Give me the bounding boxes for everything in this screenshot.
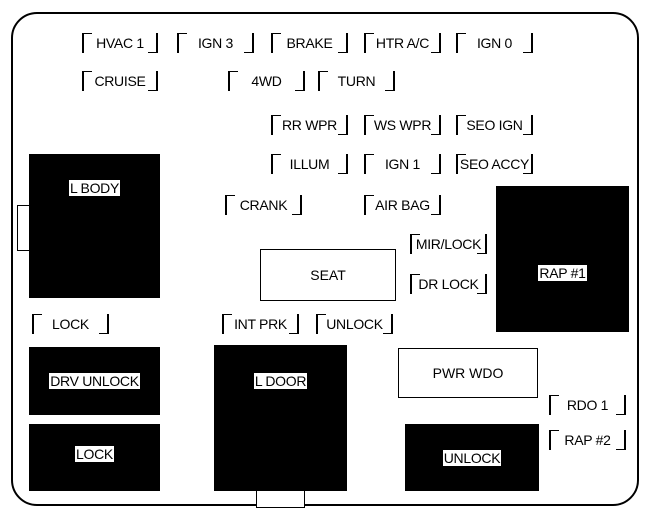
fuse-lock: LOCK [32,314,109,334]
relay-unlock: UNLOCK [405,424,539,491]
fuse-rap2: RAP #2 [549,430,626,450]
fuse-ign3: IGN 3 [177,33,254,53]
fuse-hvac1: HVAC 1 [82,33,158,53]
fuse-mir-lock: MIR/LOCK [410,234,487,254]
fuse-cruise: CRUISE [82,71,158,91]
fuse-int-prk: INT PRK [222,314,299,334]
fuse-ign1: IGN 1 [364,154,441,174]
fuse-turn: TURN [318,71,395,91]
fuse-rr-wpr: RR WPR [271,115,348,135]
relay-l-body: L BODY [29,154,160,298]
fuse-crank: CRANK [225,195,302,215]
fuse-ws-wpr: WS WPR [364,115,441,135]
fuse-seo-accy: SEO ACCY [456,154,533,174]
fuse-rdo1: RDO 1 [549,395,626,415]
relay-rap1: RAP #1 [496,186,629,332]
fuse-brake: BRAKE [271,33,348,53]
breaker-pwr-wdo: PWR WDO [398,348,538,398]
relay-drv-unlock: DRV UNLOCK [29,347,160,415]
fuse-seo-ign: SEO IGN [456,115,533,135]
breaker-seat: SEAT [260,249,396,301]
relay-lock: LOCK [29,424,160,491]
fuse-4wd: 4WD [228,71,305,91]
fuse-dr-lock: DR LOCK [410,274,487,294]
fuse-unlock: UNLOCK [316,314,393,334]
fuse-air-bag: AIR BAG [364,195,441,215]
fuse-ign0: IGN 0 [456,33,533,53]
fuse-block-outline [11,12,639,506]
relay-l-door: L DOOR [214,345,347,491]
bottom-connector-tab [256,488,305,508]
fuse-illum: ILLUM [271,154,348,174]
fuse-htr-ac: HTR A/C [364,33,441,53]
